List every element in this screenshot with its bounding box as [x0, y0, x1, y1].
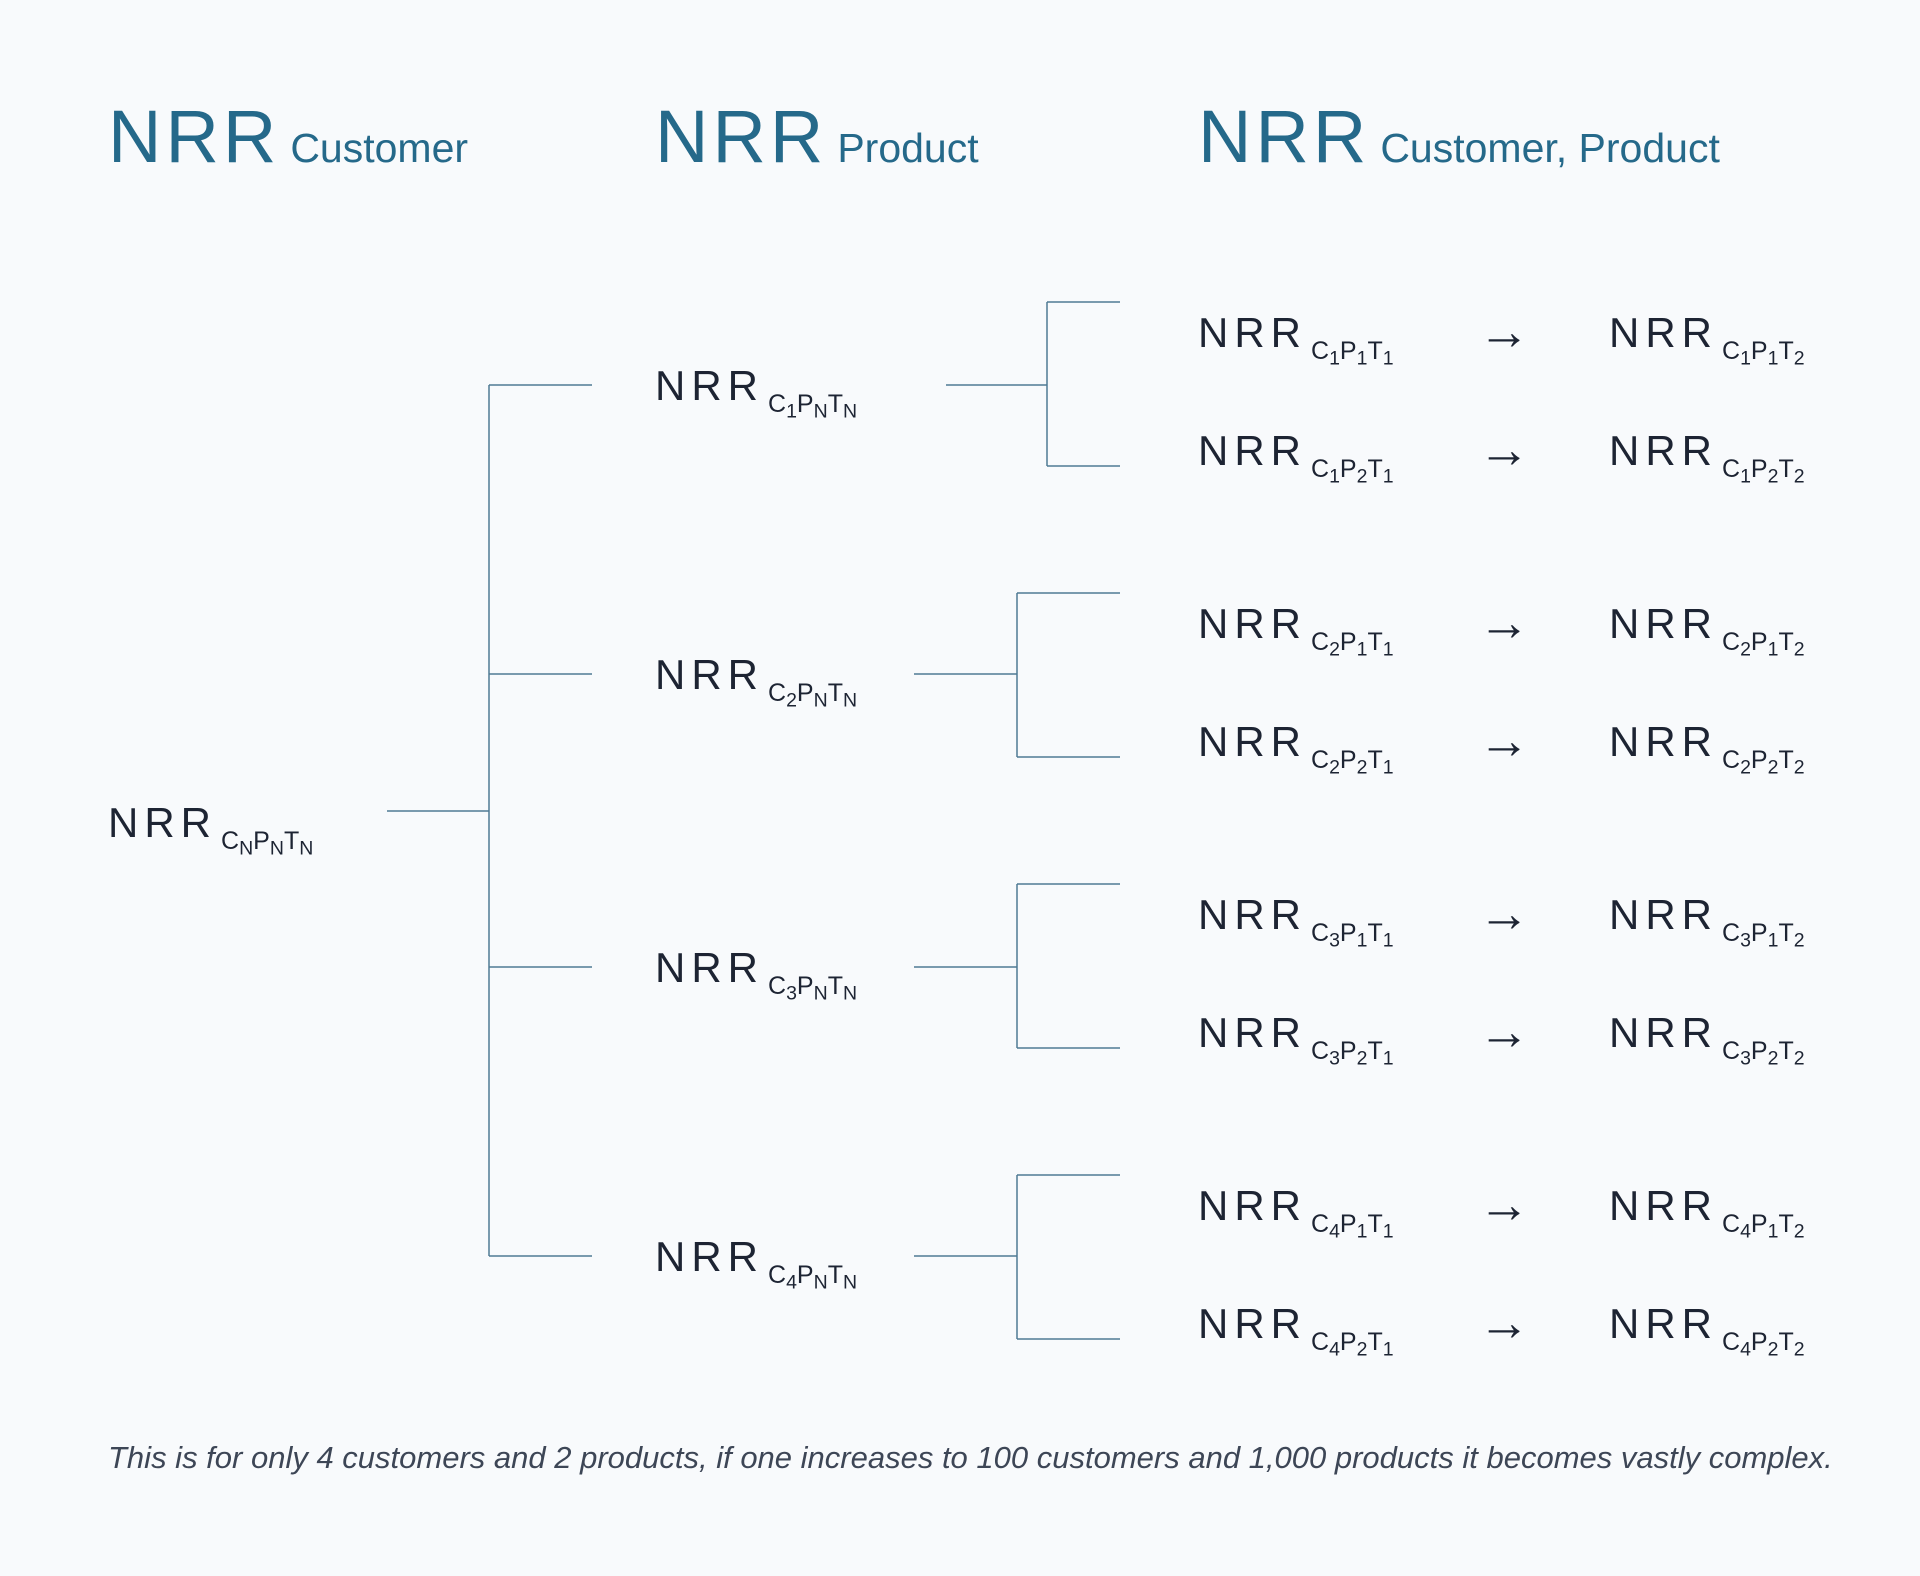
header-customer-main: NRR	[108, 95, 281, 178]
row-to-3-2-label: NRR	[1609, 1009, 1718, 1056]
customer-node-2-subscript: C2PNTN	[768, 679, 858, 712]
row-from-4-2-label: NRR	[1198, 1300, 1307, 1347]
row-from-4-2-subscript: C4P2T1	[1311, 1328, 1394, 1361]
customer-node-3-label: NRR	[655, 944, 764, 991]
row-from-2-1-subscript: C2P1T1	[1311, 628, 1394, 661]
row-to-4-2-label: NRR	[1609, 1300, 1718, 1347]
row-to-2-2-subscript: C2P2T2	[1722, 746, 1805, 779]
row-to-2-1-subscript: C2P1T2	[1722, 628, 1805, 661]
row-to-1-1-subscript: C1P1T2	[1722, 337, 1805, 370]
arrow-3-2: →	[1478, 1003, 1530, 1061]
root-node-label: NRR	[108, 799, 217, 846]
row-from-1-2-label: NRR	[1198, 427, 1307, 474]
arrow-3-1: →	[1478, 885, 1530, 943]
caption: This is for only 4 customers and 2 produ…	[108, 1440, 1833, 1475]
row-from-3-2-label: NRR	[1198, 1009, 1307, 1056]
row-to-1-2-subscript: C1P2T2	[1722, 455, 1805, 488]
row-from-1-1-label: NRR	[1198, 309, 1307, 356]
row-to-4-1-subscript: C4P1T2	[1722, 1210, 1805, 1243]
customer-node-3-subscript: C3PNTN	[768, 972, 858, 1005]
header-product-main: NRR	[655, 95, 828, 178]
customer-node-1-label: NRR	[655, 362, 764, 409]
row-to-2-2-label: NRR	[1609, 718, 1718, 765]
header-customer-product-sub: Customer, Product	[1380, 125, 1720, 171]
row-from-4-1-label: NRR	[1198, 1182, 1307, 1229]
root-node-subscript: CNPNTN	[221, 827, 314, 860]
customer-node-4-label: NRR	[655, 1233, 764, 1280]
row-from-3-2-subscript: C3P2T1	[1311, 1037, 1394, 1070]
arrow-2-1: →	[1478, 594, 1530, 652]
arrow-1-2: →	[1478, 421, 1530, 479]
row-from-2-1-label: NRR	[1198, 600, 1307, 647]
customer-node-4-subscript: C4PNTN	[768, 1261, 858, 1294]
row-from-2-2-label: NRR	[1198, 718, 1307, 765]
customer-node-2-label: NRR	[655, 651, 764, 698]
row-to-3-1-subscript: C3P1T2	[1722, 919, 1805, 952]
row-to-1-2-label: NRR	[1609, 427, 1718, 474]
header-customer-sub: Customer	[290, 125, 469, 171]
row-to-2-1-label: NRR	[1609, 600, 1718, 647]
row-from-4-1-subscript: C4P1T1	[1311, 1210, 1394, 1243]
row-from-1-1-subscript: C1P1T1	[1311, 337, 1394, 370]
row-to-4-2-subscript: C4P2T2	[1722, 1328, 1805, 1361]
arrow-4-1: →	[1478, 1176, 1530, 1234]
header-customer-product-main: NRR	[1198, 95, 1371, 178]
arrow-2-2: →	[1478, 712, 1530, 770]
row-to-1-1-label: NRR	[1609, 309, 1718, 356]
arrow-4-2: →	[1478, 1294, 1530, 1352]
row-to-3-1-label: NRR	[1609, 891, 1718, 938]
row-from-3-1-subscript: C3P1T1	[1311, 919, 1394, 952]
arrow-1-1: →	[1478, 303, 1530, 361]
row-from-1-2-subscript: C1P2T1	[1311, 455, 1394, 488]
header-product-sub: Product	[837, 125, 979, 171]
row-to-4-1-label: NRR	[1609, 1182, 1718, 1229]
customer-node-1-subscript: C1PNTN	[768, 390, 858, 423]
row-from-2-2-subscript: C2P2T1	[1311, 746, 1394, 779]
row-from-3-1-label: NRR	[1198, 891, 1307, 938]
row-to-3-2-subscript: C3P2T2	[1722, 1037, 1805, 1070]
